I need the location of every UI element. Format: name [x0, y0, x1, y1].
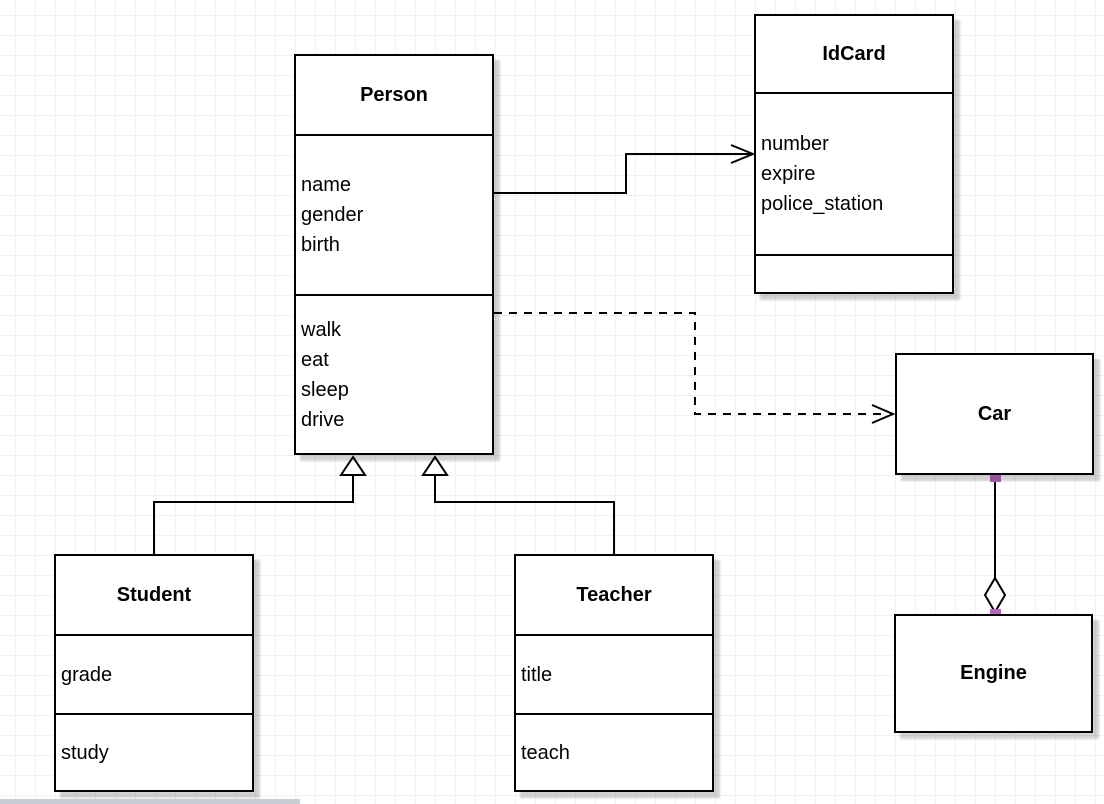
edge-generalization-teacher-person[interactable]	[421, 455, 615, 554]
method: study	[61, 741, 109, 764]
attributes-section: number expire police_station	[756, 92, 952, 254]
edge-generalization-student-person[interactable]	[153, 455, 367, 554]
methods-section: teach	[516, 713, 712, 790]
edge-aggregation-car-engine[interactable]	[983, 471, 1007, 620]
method: teach	[521, 741, 570, 764]
class-title: IdCard	[822, 42, 886, 65]
class-box-car[interactable]: Car	[895, 353, 1094, 475]
class-box-engine[interactable]: Engine	[894, 614, 1093, 733]
class-title: Student	[116, 583, 192, 606]
attribute: title	[521, 663, 553, 686]
attributes-section: title	[516, 634, 712, 713]
open-arrowhead-icon	[871, 404, 896, 424]
method: eat	[301, 348, 329, 371]
methods-section: study	[56, 713, 252, 790]
attribute: gender	[301, 204, 364, 226]
attribute: police_station	[761, 193, 884, 215]
attributes-section: grade	[56, 634, 252, 713]
methods-section: walk eat sleep drive	[296, 294, 492, 453]
class-box-teacher[interactable]: Teacher title teach	[514, 554, 714, 792]
class-title: Engine	[960, 662, 1027, 684]
edge-association-person-idcard[interactable]	[494, 144, 756, 194]
class-box-person[interactable]: Person name gender birth walk eat sleep …	[294, 54, 494, 455]
methods-section	[756, 254, 952, 292]
hollow-triangle-icon	[339, 455, 367, 476]
open-arrowhead-icon	[730, 144, 756, 164]
class-box-student[interactable]: Student grade study	[54, 554, 254, 792]
attribute: name	[301, 174, 352, 196]
attributes-section: name gender birth	[296, 134, 492, 294]
attribute: grade	[61, 663, 113, 686]
edge-dependency-person-car[interactable]	[494, 312, 896, 424]
method: drive	[301, 408, 345, 431]
class-title: Car	[977, 402, 1012, 425]
hollow-diamond-icon	[983, 576, 1007, 614]
partial-shape-bottom-edge	[0, 799, 300, 804]
class-title: Teacher	[576, 583, 652, 606]
hollow-triangle-icon	[421, 455, 449, 476]
attribute: number	[761, 133, 829, 155]
class-title: Person	[360, 83, 428, 106]
class-box-idcard[interactable]: IdCard number expire police_station	[754, 14, 954, 294]
attribute: expire	[761, 163, 816, 185]
method: walk	[301, 318, 342, 341]
attribute: birth	[301, 234, 340, 256]
method: sleep	[301, 378, 349, 401]
